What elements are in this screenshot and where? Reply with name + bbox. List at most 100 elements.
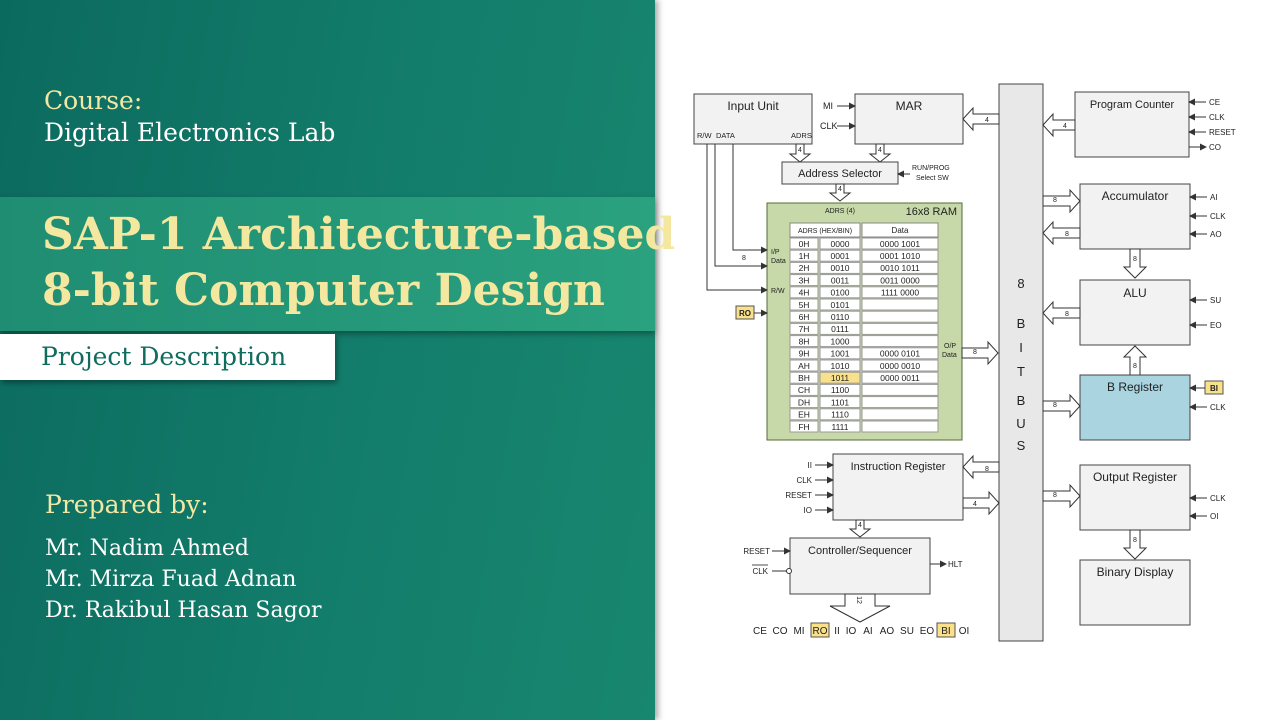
mar-mi: MI	[823, 101, 833, 111]
alu-to-bus-arrow	[1042, 300, 1081, 326]
ram-bin: 1011	[831, 373, 850, 383]
sap1-block-diagram: Input Unit R/W DATA ADRS MAR MI CLK 4 4 …	[693, 83, 1236, 642]
ram-rw: R/W	[771, 288, 785, 295]
ram-hex-cell	[789, 298, 819, 311]
mar-clk: CLK	[820, 121, 838, 131]
bus-to-acc-arrow	[1042, 188, 1081, 214]
accumulator-label: Accumulator	[1102, 189, 1169, 203]
control-signal-highlight	[936, 622, 956, 638]
author-3: Dr. Rakibul Hasan Sagor	[45, 598, 322, 623]
bus-letter: B	[1017, 393, 1026, 408]
b-register-label: B Register	[1107, 380, 1163, 394]
acc-to-alu-arrow	[1122, 248, 1148, 279]
ram-hex-cell	[789, 274, 819, 287]
control-word-width: 12	[855, 596, 862, 604]
ram-data-cell	[861, 359, 939, 372]
input-unit-label: Input Unit	[727, 99, 779, 113]
ram-bin-cell	[819, 261, 861, 274]
binary-display-box	[1079, 559, 1191, 626]
breg-to-alu-width: 8	[1133, 363, 1137, 370]
ram-hex: EH	[798, 410, 810, 420]
ram-hex: DH	[798, 397, 810, 407]
b-register-box	[1079, 374, 1191, 441]
ram-hex-cell	[789, 408, 819, 421]
ram-bin: 1001	[831, 349, 850, 359]
ram-hex: 7H	[799, 324, 810, 334]
ram-bin-cell	[819, 274, 861, 287]
mar-label: MAR	[896, 99, 923, 113]
ram-bin-cell	[819, 383, 861, 396]
ir-to-controller-arrow	[848, 519, 872, 538]
ram-hex-cell	[789, 396, 819, 409]
bus-to-outreg-width: 8	[1053, 492, 1057, 499]
ram-hex-cell	[789, 371, 819, 384]
bus-to-breg-arrow	[1042, 393, 1081, 419]
pc-to-bus-arrow	[1042, 112, 1076, 138]
ram-bin: 1000	[831, 336, 850, 346]
bus-to-ir-width: 8	[985, 466, 989, 473]
ir-ii: II	[808, 461, 812, 470]
ctrl-hlt: HLT	[948, 560, 963, 569]
acc-ai: AI	[1210, 193, 1218, 202]
ram-hex-cell	[789, 335, 819, 348]
ram-hex: AH	[798, 361, 810, 371]
input-to-selector-arrow	[788, 143, 812, 163]
ram-to-bus-width: 8	[973, 349, 977, 356]
pc-ce: CE	[1209, 98, 1220, 107]
mar-box	[854, 93, 964, 145]
selector-to-ram-arrow	[828, 183, 852, 202]
rw-line	[706, 144, 768, 294]
ram-bin-cell	[819, 249, 861, 262]
ram-bin-cell	[819, 359, 861, 372]
ram-col-data: Data	[892, 226, 909, 235]
ram-hex-cell	[789, 347, 819, 360]
instruction-register-label: Instruction Register	[851, 461, 946, 473]
ip-width: 8	[742, 255, 746, 262]
selector-to-ram-width: 4	[838, 186, 842, 193]
bus-to-mar-arrow	[962, 106, 1000, 132]
ram-hex-cell	[789, 420, 819, 433]
ir-io: IO	[804, 506, 812, 515]
controller-box	[789, 537, 931, 595]
author-2: Mr. Mirza Fuad Adnan	[45, 567, 297, 592]
instruction-register: Instruction Register II CLK RESET IO	[785, 453, 964, 521]
ram-bin: 1101	[831, 397, 850, 407]
control-signal-highlight	[810, 622, 830, 638]
bus-letter: B	[1017, 316, 1026, 331]
ram-hex-cell	[789, 286, 819, 299]
bus-to-outreg-arrow	[1042, 483, 1081, 509]
bus-to-acc-width: 8	[1053, 197, 1057, 204]
control-word-arrow	[829, 593, 891, 623]
mar-to-selector-width: 4	[878, 147, 882, 154]
output-register-box	[1079, 464, 1191, 531]
control-signal: AO	[880, 626, 895, 637]
ir-to-bus-arrow	[962, 490, 1000, 516]
ram-data: 1111 0000	[881, 288, 920, 298]
prepared-label: Prepared by:	[45, 490, 209, 519]
input-unit-box	[693, 93, 813, 145]
ram-title: 16x8 RAM	[906, 206, 957, 218]
ram-bin: 0010	[831, 263, 850, 273]
outreg-to-display-arrow	[1122, 529, 1148, 560]
ram-hex-cell	[789, 359, 819, 372]
ram-ip-2: Data	[771, 258, 786, 265]
ram-hex: 6H	[799, 312, 810, 322]
ram-data: 0000 1001	[880, 239, 920, 249]
ram-hex-cell	[789, 237, 819, 250]
ram-data-cell	[861, 298, 939, 311]
alu-su: SU	[1210, 296, 1221, 305]
pc-to-bus-width: 4	[1063, 123, 1067, 130]
ram-hex: 8H	[799, 336, 810, 346]
control-signal: BI	[941, 626, 950, 637]
ram-hex-cell	[789, 310, 819, 323]
accumulator: Accumulator AI CLK AO	[1079, 183, 1226, 250]
ram-bin: 0111	[831, 324, 849, 334]
ram-data: 0010 1011	[880, 263, 920, 273]
left-panel: Course: Digital Electronics Lab SAP-1 Ar…	[0, 0, 675, 720]
ram-bin-cell	[819, 310, 861, 323]
control-signal: IO	[846, 626, 857, 637]
ram-bin: 0100	[831, 288, 850, 298]
ram-bin-cell	[819, 371, 861, 384]
ram-hex: 1H	[799, 251, 810, 261]
